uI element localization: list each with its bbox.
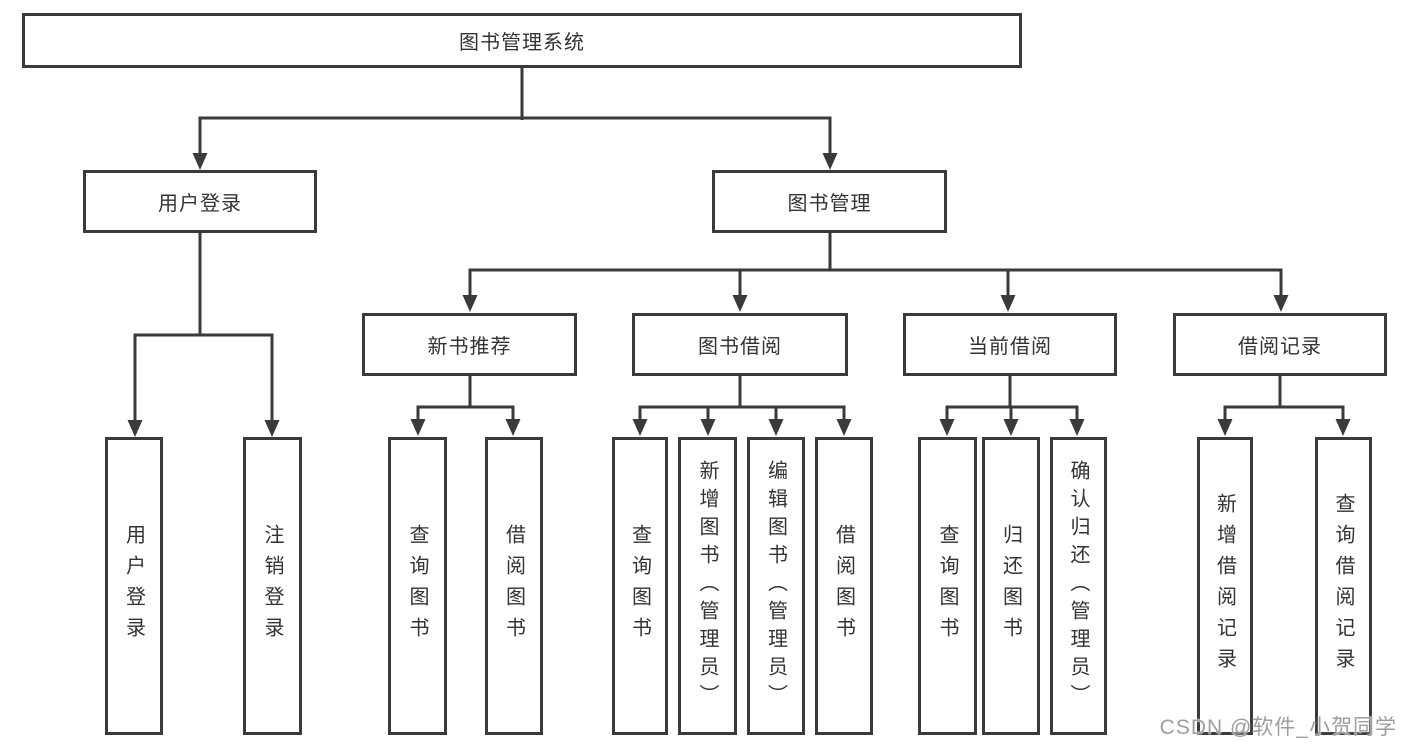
node-book-management: 图书管理	[712, 170, 947, 233]
leaf-query-books-current: 查询图书	[918, 437, 977, 735]
node-user-login: 用户登录	[83, 170, 317, 233]
leaf-add-borrow-record: 新增借阅记录	[1197, 437, 1253, 735]
leaf-label: 查询图书	[406, 524, 428, 648]
leaf-return-books: 归还图书	[982, 437, 1040, 735]
leaf-query-books-borrow: 查询图书	[612, 437, 668, 735]
leaf-edit-books-admin: 编辑图书（管理员）	[747, 437, 805, 735]
leaf-label: 查询图书	[628, 524, 651, 648]
leaf-label: 借阅图书	[832, 524, 855, 648]
node-label: 用户登录	[158, 193, 242, 215]
leaf-label: 归还图书	[999, 524, 1022, 648]
node-label: 图书管理系统	[459, 32, 585, 54]
node-current-borrow: 当前借阅	[903, 313, 1117, 376]
leaf-label: 注销登录	[261, 524, 283, 648]
arrowheads	[127, 153, 1351, 437]
node-label: 新书推荐	[427, 336, 512, 358]
leaf-borrow-books: 借阅图书	[815, 437, 873, 735]
leaf-user-login: 用户登录	[105, 437, 163, 735]
leaf-query-borrow-record: 查询借阅记录	[1315, 437, 1372, 735]
node-label: 当前借阅	[968, 336, 1052, 358]
leaf-logout-login: 注销登录	[243, 437, 302, 735]
leaf-label: 查询图书	[936, 524, 958, 648]
leaf-label: 确认归还（管理员）	[1067, 460, 1089, 712]
node-label: 借阅记录	[1238, 336, 1322, 358]
leaf-label: 用户登录	[122, 524, 145, 648]
leaf-borrow-books-recommend: 借阅图书	[485, 437, 543, 735]
leaf-label: 查询借阅记录	[1332, 493, 1354, 679]
leaf-label: 编辑图书（管理员）	[764, 460, 787, 712]
leaf-label: 借阅图书	[502, 524, 525, 648]
leaf-label: 新增图书（管理员）	[696, 460, 718, 712]
node-library-management-system: 图书管理系统	[22, 13, 1022, 68]
node-borrow-records: 借阅记录	[1173, 313, 1387, 376]
leaf-confirm-return-admin: 确认归还（管理员）	[1050, 437, 1107, 735]
leaf-label: 新增借阅记录	[1213, 493, 1236, 679]
csdn-watermark: CSDN @软件_小贺同学	[1159, 716, 1397, 739]
node-label: 图书管理	[787, 193, 872, 215]
leaf-query-books-recommend: 查询图书	[388, 437, 447, 735]
node-new-book-recommend: 新书推荐	[362, 313, 577, 376]
node-label: 图书借阅	[698, 336, 782, 358]
node-book-borrow: 图书借阅	[632, 313, 848, 376]
leaf-add-books-admin: 新增图书（管理员）	[678, 437, 737, 735]
